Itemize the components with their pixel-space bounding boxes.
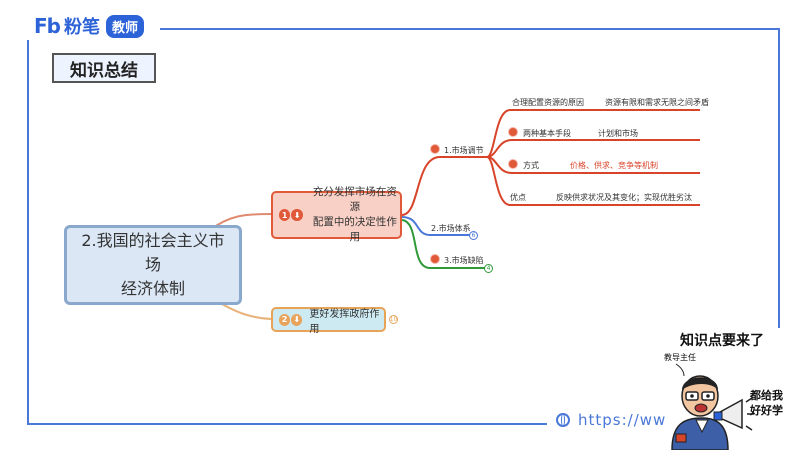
market-defects-count-badge: 4	[484, 264, 493, 273]
connector-detail-2	[486, 139, 700, 158]
detail-3-label: 方式	[523, 161, 539, 170]
marker-pin-icon	[509, 160, 517, 168]
brand-mark: Fb	[34, 14, 61, 38]
website-link[interactable]: https://ww	[556, 411, 666, 429]
branch2-number-badge: 2	[279, 313, 291, 326]
website-url: https://ww	[578, 411, 667, 429]
speech-bubble: 都给我 好好学	[750, 388, 783, 418]
market-regulation-label: 1.市场调节	[444, 146, 484, 155]
cartoon-title: 知识点要来了	[680, 333, 764, 349]
connector-detail-4	[486, 156, 700, 206]
detail-3-value: 价格、供求、竞争等机制	[570, 161, 658, 170]
priority-arrow-icon: ⬇	[291, 313, 303, 326]
market-system-count-badge: 6	[469, 231, 478, 240]
branch1-line1: 充分发挥市场在资源	[312, 186, 397, 213]
central-topic-line2: 经济体制	[120, 279, 185, 298]
central-topic-line1: 2.我国的社会主义市场	[81, 231, 225, 274]
detail-2-label: 两种基本手段	[523, 129, 571, 138]
globe-icon	[556, 413, 570, 427]
frame-bottom-line	[27, 423, 547, 425]
detail-1-label: 合理配置资源的原因	[512, 98, 584, 107]
marker-pin-icon	[509, 128, 517, 136]
branch1-line2: 配置中的决定性作用	[312, 216, 397, 243]
connector-market-regulation	[401, 156, 487, 216]
brand-name: 粉笔	[63, 17, 100, 38]
marker-pin-icon	[431, 145, 439, 153]
marker-pin-icon	[431, 255, 439, 263]
branch2-label: 更好发挥政府作用	[309, 308, 380, 335]
detail-4-label: 优点	[510, 193, 526, 202]
detail-2-value: 计划和市场	[598, 129, 638, 138]
branch2-count-badge: 10	[389, 315, 398, 324]
connector-market-system	[401, 216, 470, 236]
detail-1-value: 资源有限和需求无限之间矛盾	[605, 98, 709, 107]
branch2-node: 2 ⬇ 更好发挥政府作用	[271, 307, 386, 335]
market-system-label: 2.市场体系	[431, 224, 471, 233]
speech-line2: 好好学	[750, 404, 783, 417]
market-defects-label: 3.市场缺陷	[444, 256, 484, 265]
connector-detail-1	[486, 109, 700, 158]
frame-right-line	[778, 28, 780, 328]
teacher-cartoon-illustration	[671, 363, 754, 450]
detail-4-value: 反映供求状况及其变化；实现优胜劣汰	[556, 193, 692, 202]
brand-badge: 教师	[105, 14, 144, 38]
brand-logo: Fb 粉笔 教师	[34, 14, 144, 38]
frame-top-line	[160, 28, 780, 30]
connector-market-defects	[401, 219, 485, 269]
speech-line1: 都给我	[750, 389, 783, 402]
frame-left-line	[27, 40, 29, 423]
priority-arrow-icon: ⬇	[291, 209, 303, 221]
branch1-node: 1 ⬇ 充分发挥市场在资源 配置中的决定性作用	[271, 186, 402, 243]
section-title: 知识总结	[52, 53, 156, 83]
central-topic-node: 2.我国的社会主义市场 经济体制	[64, 225, 242, 305]
branch1-number-badge: 1	[279, 209, 291, 221]
cartoon-role-label: 教导主任	[664, 353, 696, 362]
